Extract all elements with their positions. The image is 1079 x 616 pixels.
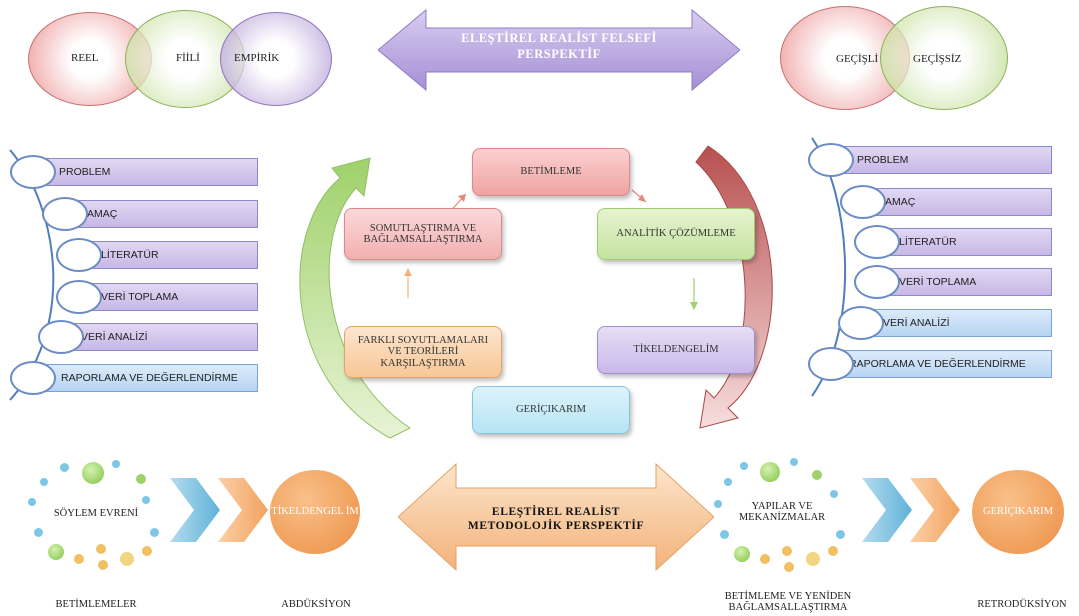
left-step-raporlama-circle bbox=[10, 361, 56, 395]
left-step-literatur-label: LİTERATÜR bbox=[101, 249, 159, 261]
right-step-veri-analizi: VERİ ANALİZİ bbox=[856, 309, 1052, 337]
cycle-box-betimleme: BETİMLEME bbox=[472, 148, 630, 196]
left-step-raporlama-label: RAPORLAMA VE DEĞERLENDİRME bbox=[61, 372, 238, 384]
right-step-problem: PROBLEM bbox=[826, 146, 1052, 174]
bottom-right-chevrons bbox=[862, 478, 960, 542]
right-step-veri-toplama-circle bbox=[854, 265, 900, 299]
right-step-raporlama-label: RAPORLAMA VE DEĞERLENDİRME bbox=[849, 358, 1026, 370]
right-step-problem-circle bbox=[808, 143, 854, 177]
cycle-box-gericikarim: GERİÇIKARIM bbox=[472, 386, 630, 434]
top-double-arrow bbox=[378, 8, 740, 92]
right-step-amac: AMAÇ bbox=[858, 188, 1052, 216]
right-step-raporlama-circle bbox=[808, 347, 854, 381]
bottom-left-cluster-label: SÖYLEM EVRENİ bbox=[53, 508, 139, 519]
bottom-double-arrow bbox=[398, 462, 714, 572]
left-step-problem-circle bbox=[10, 155, 56, 189]
bottom-arrow-label: ELEŞTİREL REALİST METODOLOJİK PERSPEKTİF bbox=[467, 506, 645, 533]
venn-circle-empirik bbox=[220, 12, 332, 106]
venn-label-fiili: FİİLİ bbox=[176, 52, 200, 64]
right-step-literatur-circle bbox=[854, 225, 900, 259]
cycle-box-somutlastirma: SOMUTLAŞTIRMA VE BAĞLAMSALLAŞTIRMA bbox=[344, 208, 502, 260]
bottom-right-caption-retroduksiyon: RETRODÜKSİYON bbox=[977, 599, 1067, 610]
bottom-right-orange-circle: GERİÇIKARIM bbox=[972, 470, 1064, 554]
right-step-literatur-label: LİTERATÜR bbox=[899, 236, 957, 248]
venn-circle-gecissiz bbox=[880, 6, 1008, 110]
venn-label-empirik: EMPİRİK bbox=[234, 52, 280, 64]
left-step-literatur-circle bbox=[56, 238, 102, 272]
right-step-veri-toplama: VERİ TOPLAMA bbox=[872, 268, 1052, 296]
left-step-literatur: LİTERATÜR bbox=[72, 241, 258, 269]
right-step-raporlama: RAPORLAMA VE DEĞERLENDİRME bbox=[826, 350, 1052, 378]
venn-label-reel: REEL bbox=[71, 52, 99, 64]
bottom-left-caption-betimlemeler: BETİMLEMELER bbox=[55, 599, 137, 610]
left-step-raporlama: RAPORLAMA VE DEĞERLENDİRME bbox=[24, 364, 258, 392]
cycle-box-analitik: ANALİTİK ÇÖZÜMLEME bbox=[597, 208, 755, 260]
right-step-problem-label: PROBLEM bbox=[857, 154, 909, 166]
top-arrow-label: ELEŞTİREL REALİST FELSEFİ PERSPEKTİF bbox=[461, 31, 657, 62]
left-step-veri-toplama-circle bbox=[56, 280, 102, 314]
cycle-box-tikeldengelim: TİKELDENGELİM bbox=[597, 326, 755, 374]
right-step-amac-circle bbox=[840, 185, 886, 219]
right-step-veri-toplama-label: VERİ TOPLAMA bbox=[899, 276, 977, 288]
right-step-amac-label: AMAÇ bbox=[885, 196, 916, 208]
bottom-left-caption-abduksiyon: ABDÜKSİYON bbox=[281, 599, 351, 610]
right-step-literatur: LİTERATÜR bbox=[872, 228, 1052, 256]
bottom-left-orange-circle: TİKELDENGEL İM bbox=[270, 470, 360, 554]
left-step-veri-analizi-label: VERİ ANALİZİ bbox=[81, 331, 148, 343]
bottom-right-caption-betimleme: BETİMLEME VE YENİDEN BAĞLAMSALLAŞTIRMA bbox=[724, 591, 852, 613]
bottom-right-cluster-label: YAPILAR VE MEKANİZMALAR bbox=[738, 501, 826, 523]
left-step-amac: AMAÇ bbox=[60, 200, 258, 228]
left-step-problem: PROBLEM bbox=[24, 158, 258, 186]
left-step-amac-circle bbox=[42, 197, 88, 231]
venn-label-gecisli: GEÇİŞLİ bbox=[836, 53, 879, 65]
left-step-veri-toplama-label: VERİ TOPLAMA bbox=[101, 291, 179, 303]
left-step-veri-analizi-circle bbox=[38, 320, 84, 354]
bottom-left-chevrons bbox=[170, 478, 268, 542]
left-step-veri-analizi: VERİ ANALİZİ bbox=[56, 323, 258, 351]
left-step-amac-label: AMAÇ bbox=[87, 208, 118, 220]
left-step-veri-toplama: VERİ TOPLAMA bbox=[72, 283, 258, 311]
venn-label-gecissiz: GEÇİŞSİZ bbox=[913, 53, 962, 65]
left-step-problem-label: PROBLEM bbox=[59, 166, 111, 178]
right-step-veri-analizi-circle bbox=[838, 306, 884, 340]
right-step-veri-analizi-label: VERİ ANALİZİ bbox=[883, 317, 950, 329]
cycle-box-farkli: FARKLI SOYUTLAMALARI VE TEORİLERİ KARŞIL… bbox=[344, 326, 502, 378]
